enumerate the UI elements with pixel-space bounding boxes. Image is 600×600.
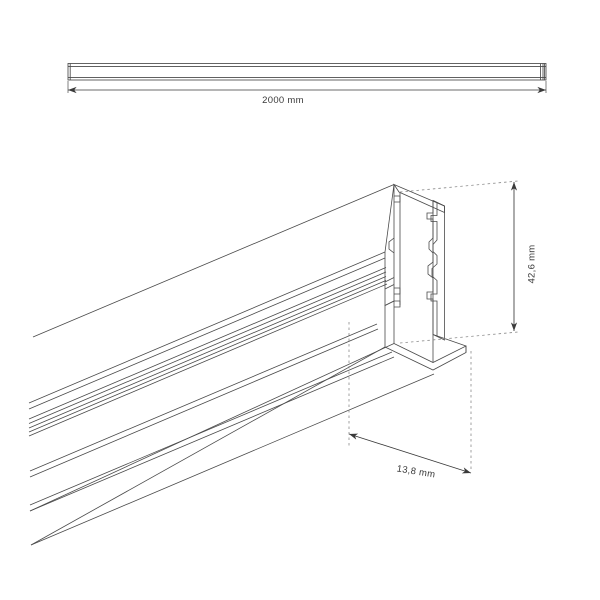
height-extension-upper (399, 180, 519, 193)
iso-line-l3 (30, 373, 435, 546)
iso-line-m2 (29, 328, 379, 478)
iso-line-u1 (28, 257, 386, 410)
iso-line-m1 (29, 323, 378, 472)
iso-edge-top-outer-back (32, 184, 395, 338)
iso-channel-lines (29, 323, 379, 478)
iso-base-flange-long-back (29, 343, 395, 512)
iso-top-face-edges (28, 184, 395, 404)
iso-line-l2 (29, 356, 395, 512)
iso-section-right-inner-contour-2 (430, 203, 438, 336)
height-extension-lower (399, 331, 519, 344)
iso-section-left-wall (384, 184, 395, 307)
width-dimension-line (348, 433, 472, 474)
width-dimension-arrow (348, 433, 472, 474)
iso-line-u6 (28, 283, 388, 437)
iso-base-flange (384, 300, 467, 371)
height-dimension-label: 42,6 mm (526, 244, 538, 284)
iso-lower-body-lines (29, 351, 435, 546)
iso-edge-top-outer-front (28, 251, 386, 404)
iso-line-u2 (28, 267, 387, 420)
length-dimension-label: 2000 mm (262, 95, 304, 106)
iso-section-bottom-hook (394, 300, 401, 308)
iso-section-shelf-lines (384, 277, 395, 290)
iso-line-u3 (28, 271, 387, 424)
iso-base-flange-top-edge (432, 334, 467, 347)
iso-line-l1 (29, 351, 393, 506)
length-dimension-line (67, 81, 547, 94)
iso-line-u4 (28, 276, 387, 429)
iso-line-u5 (28, 280, 387, 433)
iso-section-right-inner-contour (426, 200, 434, 335)
iso-upper-body-lines (28, 257, 388, 437)
elevation-profile-outline (67, 63, 547, 81)
dimension-extension-lines (348, 180, 519, 472)
elevation-view (67, 63, 547, 81)
isometric-view (28, 183, 467, 546)
iso-section-right-wall-top (432, 200, 445, 207)
iso-base-flange-long-front (30, 346, 386, 546)
